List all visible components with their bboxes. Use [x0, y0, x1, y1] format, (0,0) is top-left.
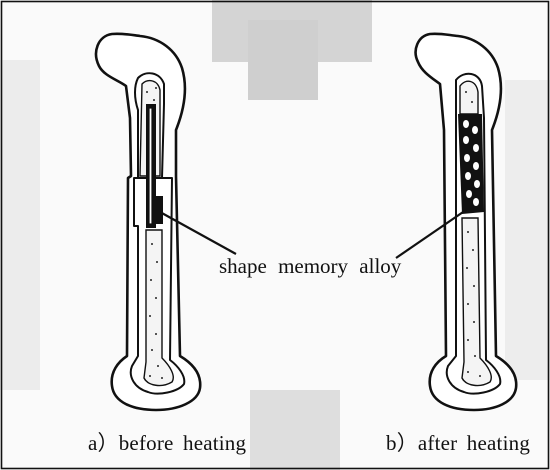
caption-before-heating: a）before heating: [88, 427, 246, 457]
caption-after-heating: b）after heating: [386, 427, 530, 457]
panel-b-alloy-mesh: [458, 114, 484, 214]
shape-memory-alloy-label: shape memory alloy: [219, 254, 401, 279]
